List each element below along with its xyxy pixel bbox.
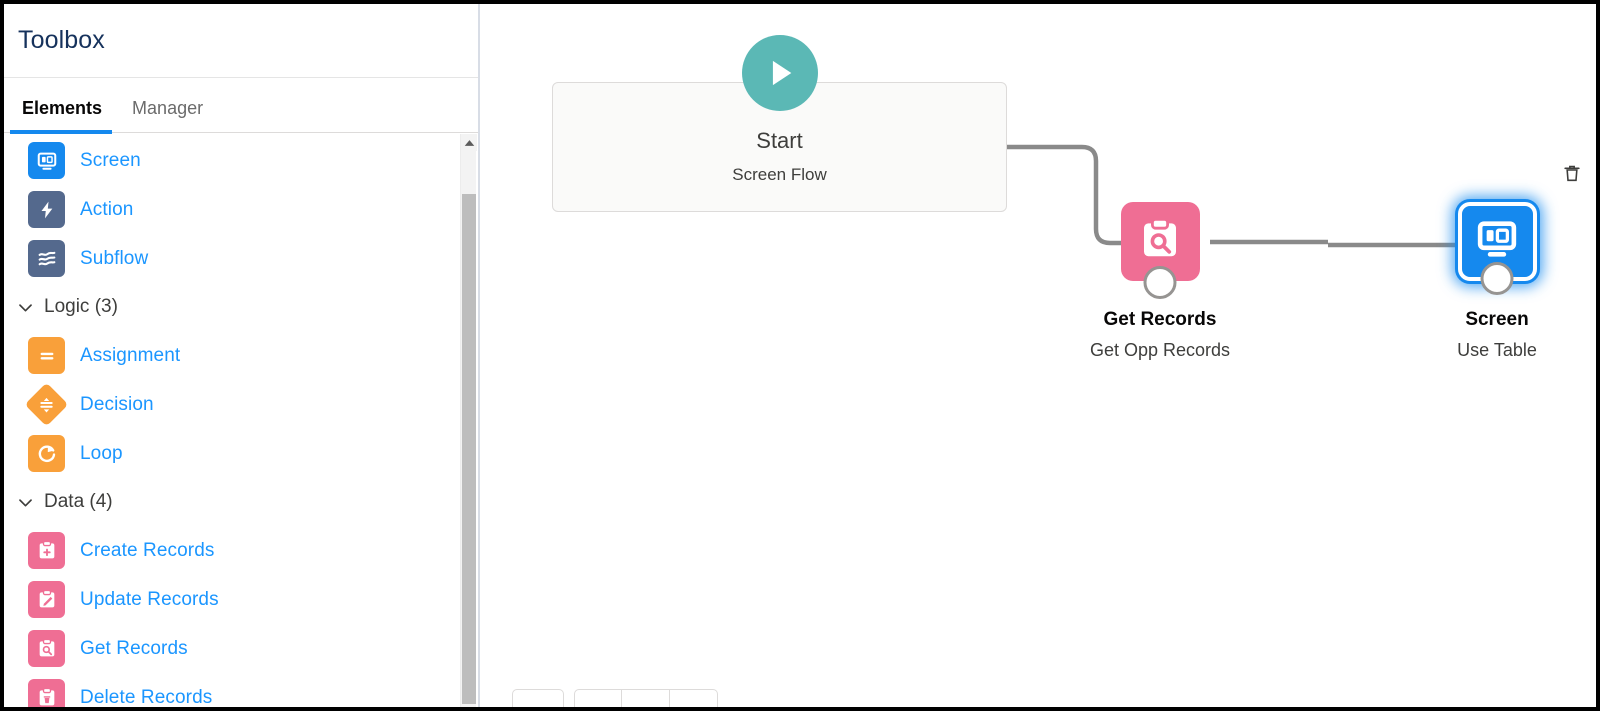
node-connector-handle[interactable] — [1143, 266, 1177, 299]
element-item-label: Loop — [80, 442, 123, 464]
get-records-icon — [28, 630, 65, 667]
element-item-label: Subflow — [80, 247, 149, 269]
node-icon-box — [1457, 165, 1580, 295]
start-node[interactable]: Start Screen Flow — [552, 35, 1007, 212]
element-item-create-records[interactable]: Create Records — [4, 526, 462, 575]
trash-icon[interactable] — [1559, 160, 1585, 186]
flow-canvas[interactable]: Start Screen Flow Get Records Get Opp Re… — [482, 4, 1596, 707]
element-item-get-records[interactable]: Get Records — [4, 624, 462, 673]
zoom-in-button[interactable] — [670, 689, 718, 707]
element-item-decision[interactable]: Decision — [4, 380, 462, 429]
toolbox-panel: Toolbox Elements Manager Screen — [4, 4, 480, 707]
element-item-label: Action — [80, 198, 134, 220]
group-header-label: Data (4) — [44, 491, 113, 512]
zoom-level-button[interactable] — [622, 689, 670, 707]
scrollbar-thumb[interactable] — [462, 194, 476, 704]
element-item-label: Delete Records — [80, 686, 213, 708]
tab-manager[interactable]: Manager — [132, 98, 204, 118]
chevron-down-icon — [12, 489, 38, 515]
zoom-out-button[interactable] — [574, 689, 622, 707]
play-icon — [741, 35, 818, 111]
bolt-icon — [28, 191, 65, 228]
toolbox-tabs: Elements Manager — [4, 78, 478, 134]
element-item-label: Create Records — [80, 539, 215, 561]
decision-icon — [24, 382, 69, 427]
subflow-icon — [28, 240, 65, 277]
get-records-icon — [1136, 214, 1184, 269]
zoom-button-group — [574, 689, 718, 707]
caret-up-icon[interactable] — [461, 134, 477, 151]
sidebar-scrollbar[interactable] — [460, 134, 477, 707]
element-item-label: Decision — [80, 393, 154, 415]
start-node-subtitle: Screen Flow — [732, 164, 827, 184]
element-item-label: Get Records — [80, 637, 188, 659]
screen-icon — [1474, 216, 1520, 267]
page-title: Toolbox — [18, 26, 105, 54]
assignment-icon — [28, 337, 65, 374]
node-api-label: Get Opp Records — [1089, 340, 1231, 360]
node-type-name: Get Records — [1103, 309, 1217, 330]
element-item-subflow[interactable]: Subflow — [4, 234, 462, 283]
node-type-name: Screen — [1465, 309, 1529, 330]
element-item-action[interactable]: Action — [4, 185, 462, 234]
node-connector-handle[interactable] — [1480, 262, 1514, 295]
fit-button[interactable] — [512, 689, 564, 707]
update-records-icon — [28, 581, 65, 618]
loop-icon — [28, 435, 65, 472]
element-item-label: Assignment — [80, 344, 181, 366]
element-item-delete-records[interactable]: Delete Records — [4, 673, 462, 707]
group-header-logic[interactable]: Logic (3) — [4, 283, 462, 331]
zoom-toolbar — [512, 689, 718, 707]
node-screen[interactable]: Screen Use Table — [1422, 165, 1580, 361]
group-header-label: Logic (3) — [44, 296, 118, 317]
toolbox-header: Toolbox — [4, 4, 478, 78]
create-records-icon — [28, 532, 65, 569]
delete-records-icon — [28, 679, 65, 707]
element-item-assignment[interactable]: Assignment — [4, 331, 462, 380]
group-header-data[interactable]: Data (4) — [4, 478, 462, 526]
element-item-label: Update Records — [80, 588, 219, 610]
element-item-update-records[interactable]: Update Records — [4, 575, 462, 624]
tab-elements[interactable]: Elements — [10, 98, 120, 134]
element-list: Screen Action Subflow — [4, 134, 462, 707]
node-icon-box — [1120, 202, 1200, 299]
node-api-label: Use Table — [1457, 340, 1537, 360]
screen-icon — [28, 142, 65, 179]
element-item-loop[interactable]: Loop — [4, 429, 462, 478]
node-get-records[interactable]: Get Records Get Opp Records — [1085, 202, 1235, 361]
chevron-down-icon — [12, 294, 38, 320]
element-item-label: Screen — [80, 149, 141, 171]
element-item-screen[interactable]: Screen — [4, 136, 462, 185]
start-node-title: Start — [756, 127, 803, 153]
